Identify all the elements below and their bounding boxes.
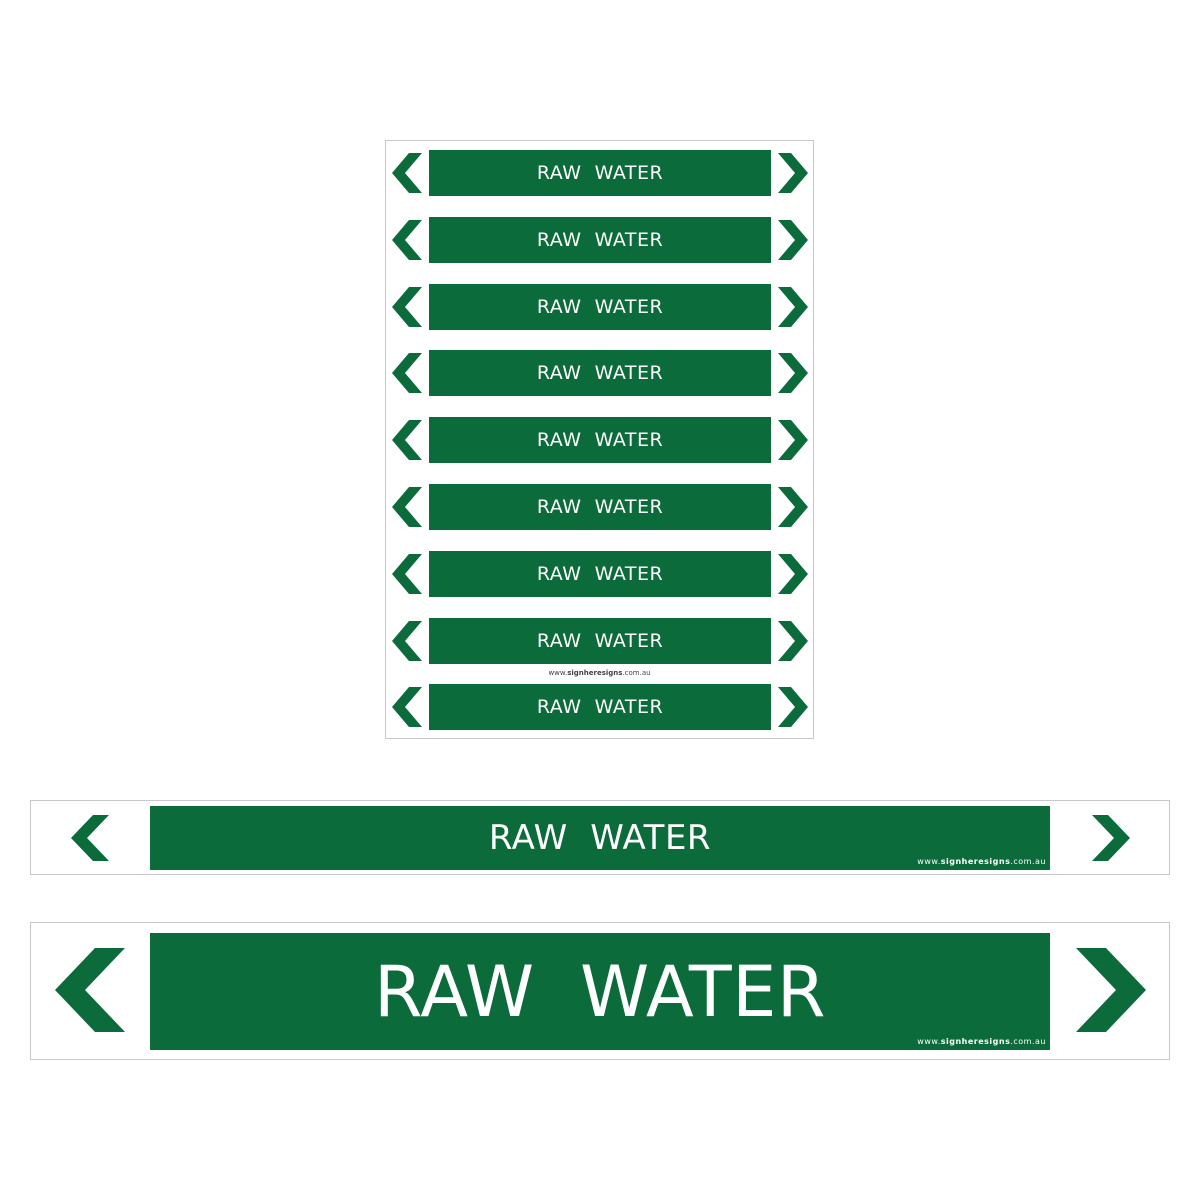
sheet-label-text: RAW WATER (536, 696, 664, 719)
chevron-left-icon (392, 286, 422, 327)
chevron-left-icon (392, 553, 422, 594)
sheet-label-bar: RAW WATER (429, 484, 771, 530)
chevron-left-icon (71, 815, 109, 861)
sheet-label-text: RAW WATER (536, 562, 664, 585)
sheet-label-row: RAW WATER (386, 150, 813, 196)
large-pipe-marker: RAW WATER www.signheresigns.com.au (30, 922, 1170, 1060)
medium-label-text: RAW WATER (488, 818, 712, 858)
sheet-label-text: RAW WATER (536, 496, 664, 518)
sheet-label-bar: RAW WATER (429, 684, 771, 731)
chevron-right-icon (778, 620, 808, 661)
sheet-label-bar: RAW WATER (429, 150, 771, 196)
chevron-left-icon (392, 420, 422, 461)
sheet-label-text: RAW WATER (536, 228, 664, 251)
large-label-bar: RAW WATER www.signheresigns.com.au (150, 933, 1050, 1050)
sheet-label-row: RAW WATER (386, 550, 813, 597)
chevron-right-icon (778, 487, 808, 527)
large-website-url: www.signheresigns.com.au (917, 1037, 1046, 1046)
chevron-left-icon (392, 153, 422, 193)
chevron-left-icon (392, 620, 422, 661)
chevron-right-icon (778, 353, 808, 394)
chevron-right-icon (778, 286, 808, 327)
sheet-website-url: www.signheresigns.com.au (548, 669, 651, 677)
sheet-label-row: RAW WATER (386, 283, 813, 330)
medium-website-url: www.signheresigns.com.au (917, 857, 1046, 866)
chevron-left-icon (392, 687, 422, 728)
sheet-label-bar: RAW WATER (429, 417, 771, 464)
chevron-right-icon (1076, 948, 1146, 1032)
sheet-label-bar: RAW WATER (429, 283, 771, 330)
chevron-right-icon (778, 219, 808, 260)
sheet-label-row: RAW WATER (386, 617, 813, 664)
sheet-label-bar: RAW WATER (429, 550, 771, 597)
sheet-label-row: RAW WATER (386, 684, 813, 731)
chevron-right-icon (1092, 815, 1130, 861)
sheet-label-row: RAW WATER (386, 350, 813, 397)
sheet-label-row: RAW WATER (386, 417, 813, 464)
sheet-label-row: RAW WATER (386, 484, 813, 530)
chevron-left-icon (392, 487, 422, 527)
chevron-left-icon (392, 219, 422, 260)
chevron-right-icon (778, 687, 808, 728)
sheet-label-text: RAW WATER (536, 429, 664, 452)
sheet-label-bar: RAW WATER (429, 216, 771, 263)
sheet-label-text: RAW WATER (536, 362, 664, 385)
chevron-left-icon (392, 353, 422, 394)
chevron-left-icon (55, 948, 125, 1032)
medium-pipe-marker: RAW WATER www.signheresigns.com.au (30, 800, 1170, 875)
sheet-label-text: RAW WATER (536, 629, 664, 652)
sheet-label-bar: RAW WATER (429, 617, 771, 664)
chevron-right-icon (778, 153, 808, 193)
large-label-text: RAW WATER (373, 950, 827, 1033)
chevron-right-icon (778, 420, 808, 461)
medium-label-bar: RAW WATER www.signheresigns.com.au (150, 806, 1050, 870)
chevron-right-icon (778, 553, 808, 594)
label-sheet: RAW WATER RAW WATER RAW WATER RAW WATER RAW … (385, 140, 814, 739)
sheet-label-text: RAW WATER (536, 162, 664, 184)
sheet-label-text: RAW WATER (536, 295, 664, 318)
sheet-label-bar: RAW WATER (429, 350, 771, 397)
sheet-label-row: RAW WATER (386, 216, 813, 263)
